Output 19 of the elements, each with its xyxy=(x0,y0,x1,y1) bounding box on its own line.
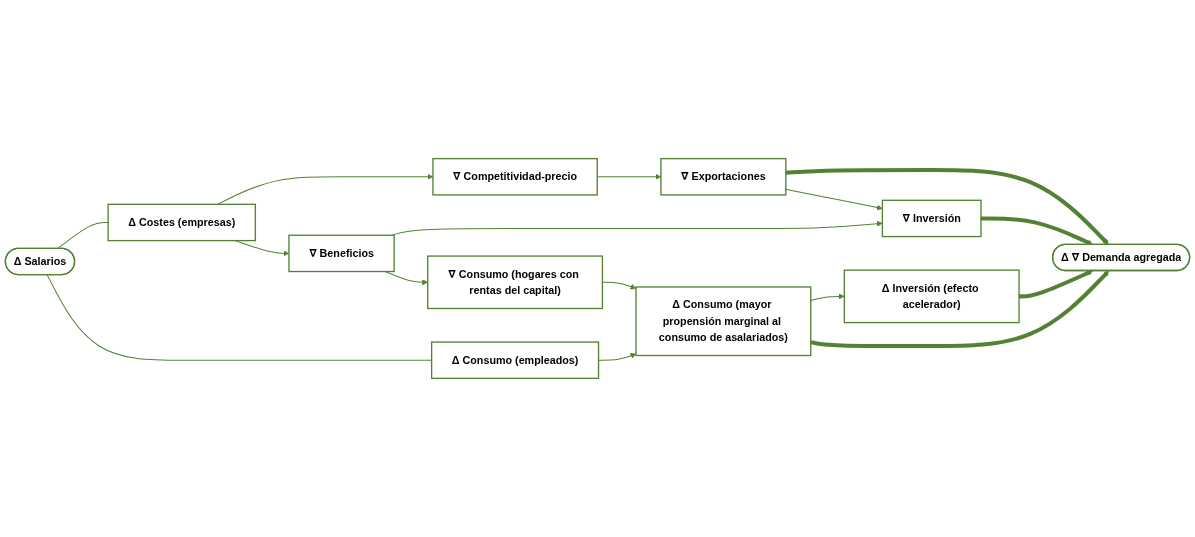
arrow xyxy=(598,353,637,361)
arrow xyxy=(810,270,1110,349)
arrow xyxy=(785,188,883,211)
node-box: Δ Consumo (mayor propensión marginal al consumo de asalariados) xyxy=(635,286,812,357)
node-box: Δ Costes (empresas) xyxy=(107,203,257,242)
arrow xyxy=(981,216,1094,246)
arrow xyxy=(785,168,1109,245)
connector xyxy=(57,221,109,250)
node-box: ∇ Inversión xyxy=(881,199,982,238)
node-box: Δ Consumo (empleados) xyxy=(430,341,600,380)
node-box: Δ Inversión (efecto acelerador) xyxy=(843,269,1020,324)
arrow xyxy=(810,293,845,301)
node-box: ∇ Beneficios xyxy=(288,234,395,273)
arrow xyxy=(1019,270,1094,299)
arrow xyxy=(384,271,428,286)
arrow xyxy=(391,220,883,236)
node-box: ∇ Competitividad-precio xyxy=(432,157,598,196)
node-box: ∇ Exportaciones xyxy=(660,157,787,196)
node-box: ∇ Consumo (hogares con rentas del capital) xyxy=(427,255,604,310)
